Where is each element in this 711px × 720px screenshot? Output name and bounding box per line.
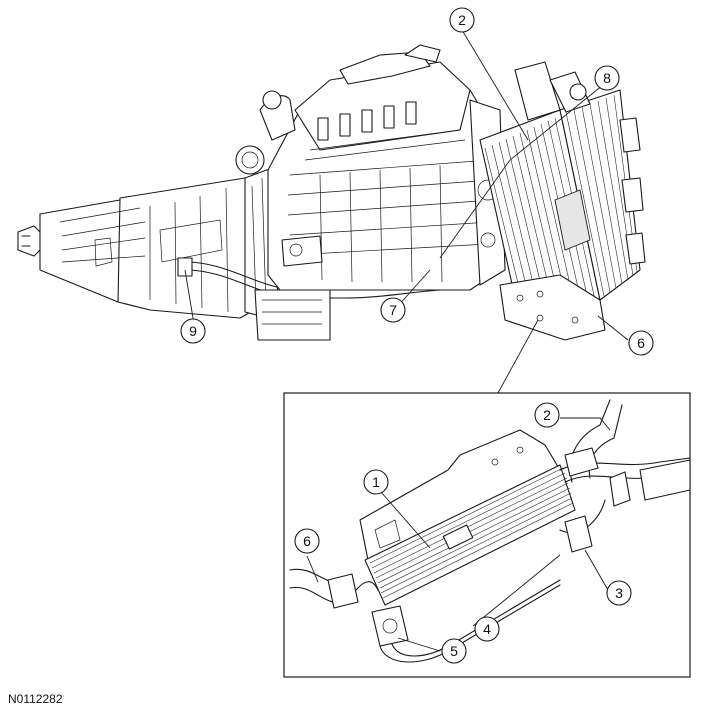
- svg-text:1: 1: [372, 474, 380, 490]
- callout-inset-4: 4: [474, 616, 500, 642]
- detail-inset-frame: [283, 392, 691, 678]
- svg-text:6: 6: [303, 533, 311, 549]
- callout-inset-3: 3: [606, 580, 632, 606]
- svg-text:3: 3: [615, 585, 623, 601]
- transmission: [17, 167, 441, 319]
- callout-main-8: 8: [594, 65, 620, 91]
- callout-main-6: 6: [628, 330, 654, 356]
- svg-text:7: 7: [389, 302, 397, 318]
- svg-text:4: 4: [483, 621, 491, 637]
- callout-main-7: 7: [380, 297, 406, 323]
- svg-text:9: 9: [189, 323, 197, 339]
- engine: [235, 44, 506, 341]
- callout-main-9: 9: [180, 318, 206, 344]
- radiator-assembly: [479, 61, 646, 341]
- oil-cooler-detail: [289, 399, 691, 663]
- figure-reference-code: N0112282: [8, 692, 63, 706]
- callout-inset-1: 1: [363, 469, 389, 495]
- svg-text:8: 8: [603, 70, 611, 86]
- svg-text:5: 5: [450, 643, 458, 659]
- svg-text:2: 2: [458, 12, 466, 28]
- callout-inset-6: 6: [294, 528, 320, 554]
- svg-text:2: 2: [543, 407, 551, 423]
- callout-main-2: 2: [449, 7, 475, 33]
- callout-inset-2: 2: [534, 402, 560, 428]
- svg-text:6: 6: [637, 335, 645, 351]
- callout-inset-5: 5: [441, 638, 467, 664]
